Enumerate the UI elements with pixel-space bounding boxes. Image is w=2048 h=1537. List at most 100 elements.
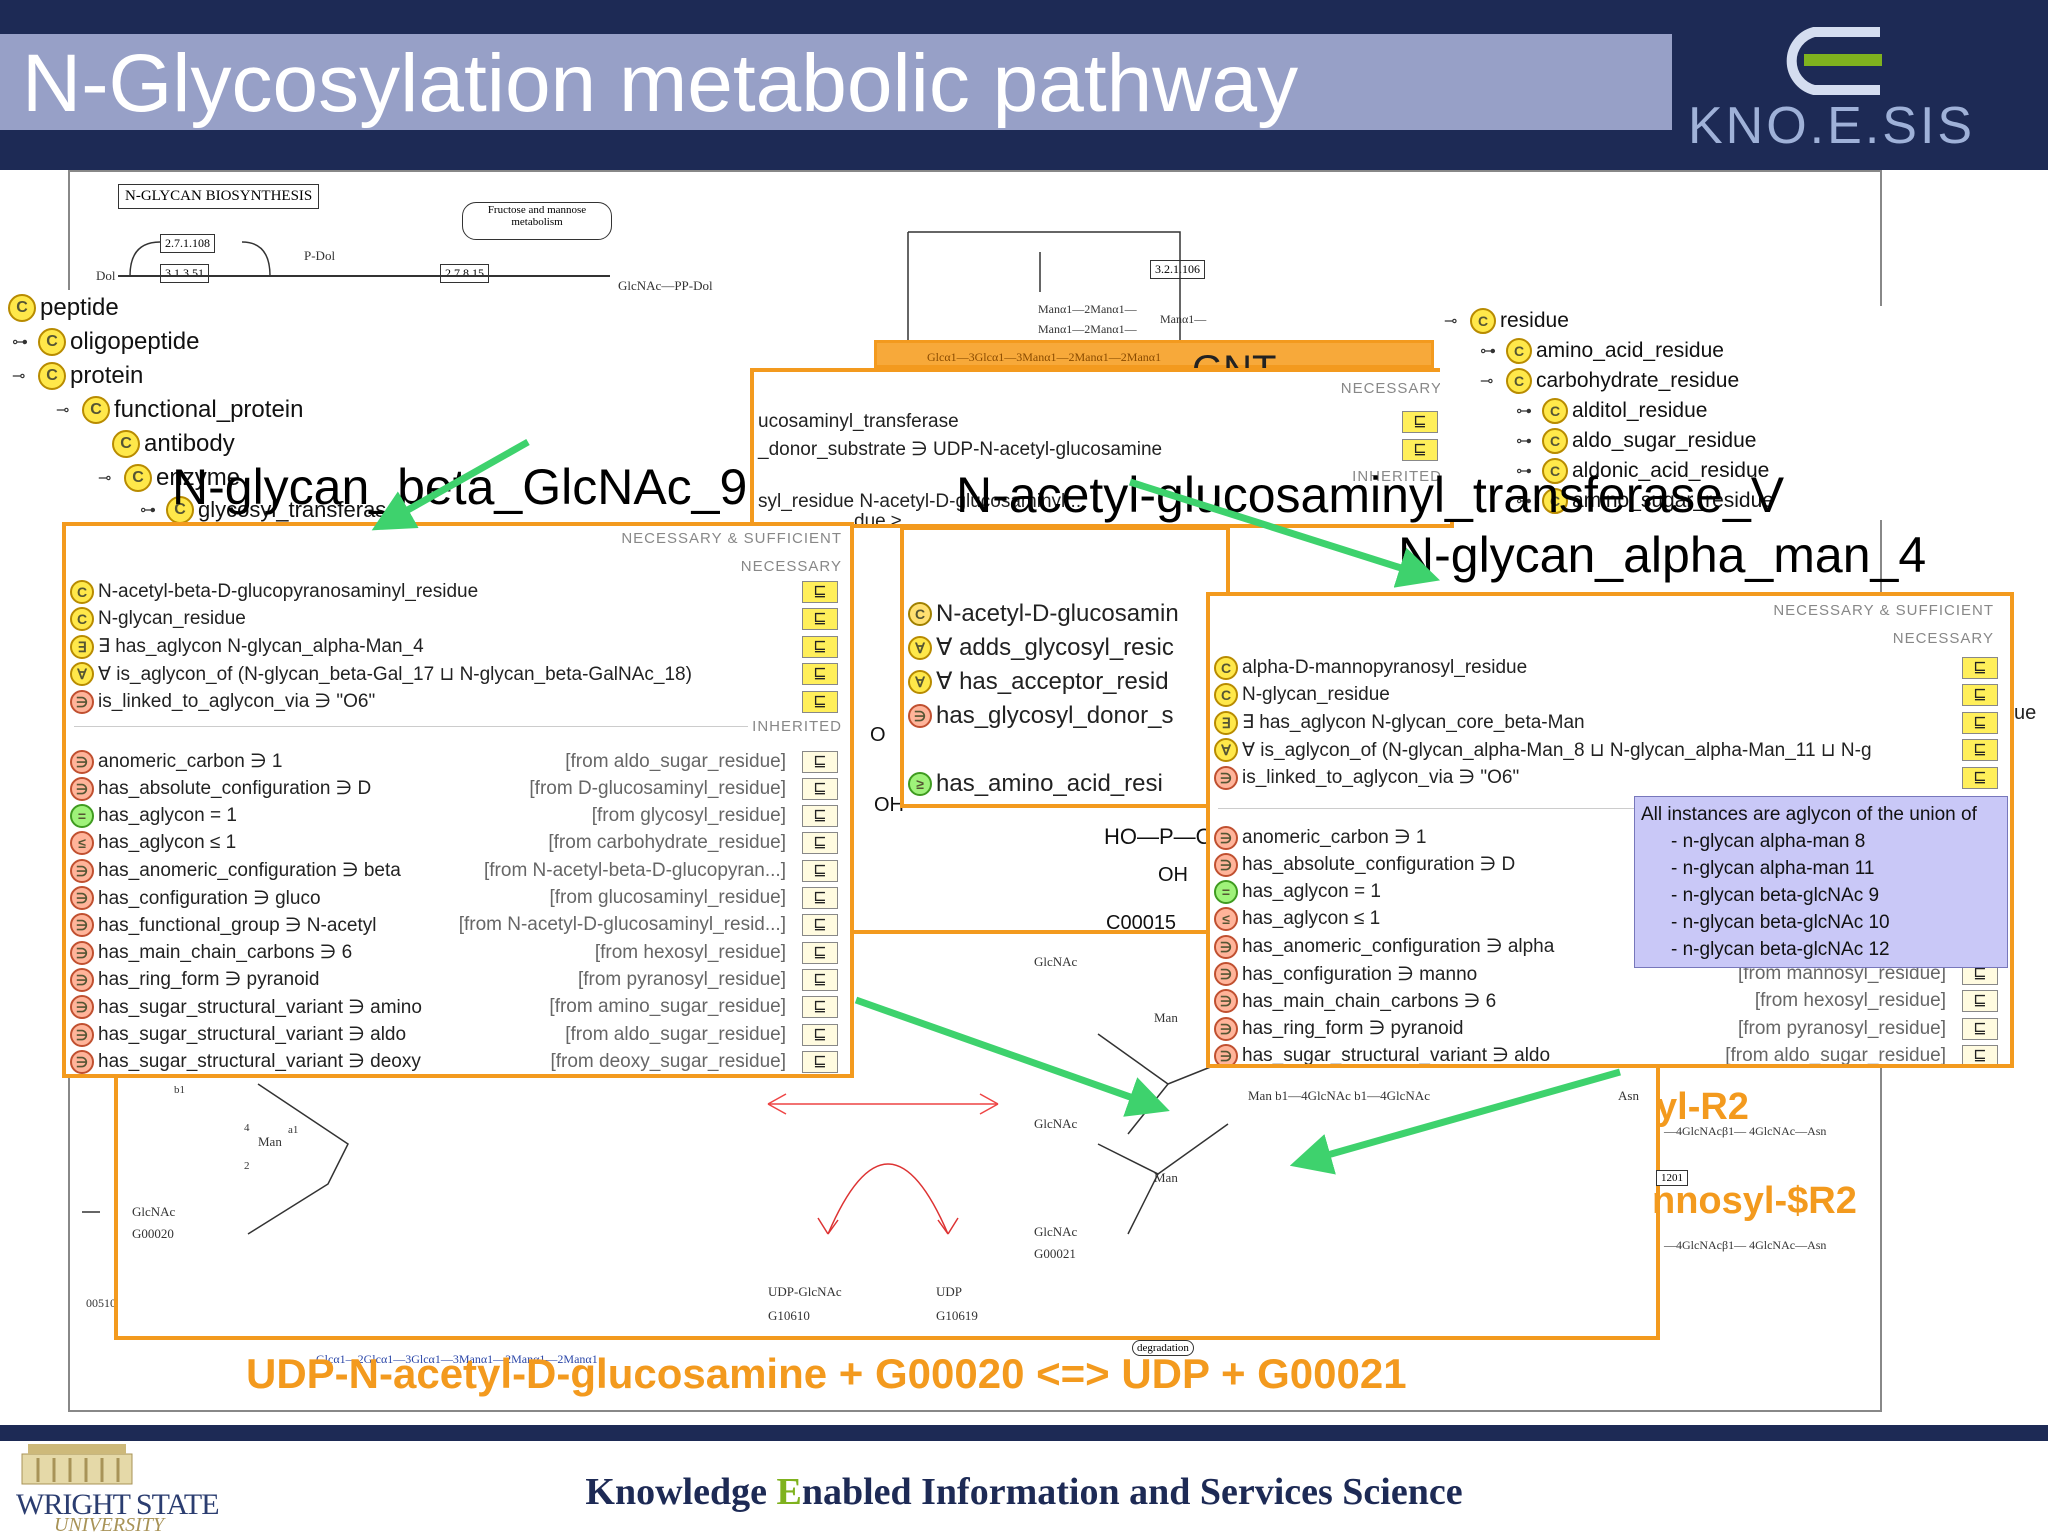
- necessary-header: NECESSARY: [740, 558, 842, 575]
- ontology-row[interactable]: ∋has_main_chain_carbons ∋ 6[from hexosyl…: [1214, 988, 2006, 1015]
- subclass-button[interactable]: ⊑: [802, 941, 838, 964]
- row-text: is_linked_to_aglycon_via ∋ "O6": [98, 691, 376, 712]
- glcnac-label: GlcNAc: [1034, 954, 1078, 969]
- subclass-button[interactable]: ⊑: [802, 777, 838, 800]
- reaction-diagram: [247, 1033, 1229, 1235]
- row-text: has_aglycon ≤ 1: [1242, 908, 1381, 930]
- subclass-button[interactable]: ⊑: [1962, 1044, 1998, 1064]
- transferase-row[interactable]: syl_residue N-acetyl-D-glucosaminyl...: [758, 490, 1082, 512]
- transferase-row[interactable]: ucosaminyl_transferase⊑: [758, 408, 1446, 435]
- footer-accent: E: [776, 1471, 802, 1513]
- from-source: [from hexosyl_residue]: [1754, 990, 1946, 1012]
- subclass-button[interactable]: ⊑: [1962, 766, 1998, 789]
- ontology-row[interactable]: ≤has_aglycon ≤ 1[from carbohydrate_resid…: [70, 830, 846, 857]
- subclass-button[interactable]: ⊑: [802, 690, 838, 713]
- ontology-row[interactable]: ∋has_ring_form ∋ pyranoid[from pyranosyl…: [1214, 1015, 2006, 1042]
- ontology-row[interactable]: ∋has_configuration ∋ manno[from mannosyl…: [1214, 961, 2006, 988]
- subclass-button[interactable]: ⊑: [802, 608, 838, 630]
- restriction-icon: ∃: [70, 634, 94, 659]
- subclass-button[interactable]: ⊑: [802, 1023, 838, 1046]
- subclass-button[interactable]: ⊑: [1402, 438, 1438, 461]
- middle-row[interactable]: ≥has_amino_acid_resi: [908, 770, 1222, 797]
- subclass-button[interactable]: ⊑: [1962, 1017, 1998, 1040]
- restriction-icon: ∋: [1214, 852, 1238, 877]
- subclass-button[interactable]: ⊑: [802, 832, 838, 855]
- ontology-row[interactable]: ∋has_anomeric_configuration ∋ beta[from …: [70, 857, 846, 884]
- ontology-row[interactable]: ∃∃ has_aglycon N-glycan_alpha-Man_4⊑: [70, 633, 846, 660]
- university-sub: UNIVERSITY: [54, 1514, 164, 1536]
- subclass-button[interactable]: ⊑: [802, 580, 838, 603]
- ontology-row[interactable]: ∋anomeric_carbon ∋ 1[from aldo_sugar_res…: [70, 748, 846, 775]
- subclass-button[interactable]: ⊑: [802, 914, 838, 937]
- ontology-row[interactable]: ∀∀ is_aglycon_of (N-glycan_beta-Gal_17 ⊔…: [70, 661, 846, 688]
- mini-chain: —4GlcNAcβ1— 4GlcNAc—Asn: [1664, 1124, 1827, 1138]
- transferase-panel: NECESSARY ucosaminyl_transferase⊑ _donor…: [750, 368, 1454, 528]
- transferase-row[interactable]: _donor_substrate ∋ UDP-N-acetyl-glucosam…: [758, 436, 1446, 463]
- middle-row[interactable]: ∀∀ adds_glycosyl_resic: [908, 634, 1222, 661]
- ontology-row[interactable]: ∋has_sugar_structural_variant ∋ aldo[fro…: [70, 1021, 846, 1048]
- from-source: [from mannosyl_residue]: [1737, 963, 1946, 984]
- row-text: has_absolute_configuration ∋ D: [98, 778, 372, 800]
- middle-row[interactable]: ∋has_glycosyl_donor_s: [908, 702, 1222, 729]
- ontology-row[interactable]: ∋is_linked_to_aglycon_via ∋ "O6"⊑: [1214, 764, 2006, 791]
- restriction-icon: ∋: [70, 1049, 94, 1074]
- ontology-row[interactable]: ∃∃ has_aglycon N-glycan_core_beta-Man⊑: [1214, 709, 2006, 736]
- ontology-row[interactable]: ∋has_absolute_configuration ∋ D[from D-g…: [70, 775, 846, 802]
- row-text: ∃ has_aglycon N-glycan_core_beta-Man: [1242, 712, 1585, 733]
- subclass-button[interactable]: ⊑: [802, 859, 838, 882]
- subclass-button[interactable]: ⊑: [802, 805, 838, 828]
- footer-pre: Knowledge: [585, 1471, 777, 1513]
- subclass-button[interactable]: ⊑: [1962, 711, 1998, 734]
- ontology-row[interactable]: ∋has_sugar_structural_variant ∋ aldo[fro…: [1214, 1042, 2006, 1064]
- oxygen-label: O: [870, 724, 886, 746]
- subclass-button[interactable]: ⊑: [802, 1050, 838, 1073]
- ontology-row[interactable]: ∋has_ring_form ∋ pyranoid[from pyranosyl…: [70, 966, 846, 993]
- subclass-button[interactable]: ⊑: [802, 996, 838, 1019]
- footer-post: nabled Information and Services Science: [801, 1471, 1463, 1513]
- transferase-row[interactable]: due ≥: [854, 510, 902, 528]
- ec-box: 2.7.1.108: [160, 234, 215, 253]
- subclass-button[interactable]: ⊑: [802, 663, 838, 685]
- ontology-row[interactable]: ∋has_functional_group ∋ N-acetyl[from N-…: [70, 912, 846, 939]
- ontology-row[interactable]: ∋has_sugar_structural_variant ∋ deoxy[fr…: [70, 1048, 846, 1074]
- ontology-row[interactable]: ∋has_main_chain_carbons ∋ 6[from hexosyl…: [70, 939, 846, 966]
- man-label: Man: [258, 1134, 282, 1149]
- subclass-button[interactable]: ⊑: [802, 750, 838, 773]
- row-text: has_absolute_configuration ∋ D: [1242, 854, 1516, 876]
- dol-label: Dol: [96, 268, 116, 283]
- ontology-row[interactable]: =has_aglycon = 1[from glycosyl_residue]⊑: [70, 803, 846, 830]
- subclass-button[interactable]: ⊑: [1962, 990, 1998, 1013]
- middle-row[interactable]: ∀∀ has_acceptor_resid: [908, 668, 1222, 695]
- ontology-row[interactable]: ∋has_sugar_structural_variant ∋ amino[fr…: [70, 994, 846, 1021]
- subclass-button[interactable]: ⊑: [1402, 410, 1438, 433]
- ontology-row[interactable]: ∋has_configuration ∋ gluco[from glucosam…: [70, 885, 846, 912]
- restriction-icon: C: [1214, 683, 1238, 707]
- subclass-button[interactable]: ⊑: [802, 887, 838, 909]
- subclass-button[interactable]: ⊑: [1962, 739, 1998, 761]
- ontology-row[interactable]: ∀∀ is_aglycon_of (N-glycan_alpha-Man_8 ⊔…: [1214, 737, 2006, 764]
- subclass-button[interactable]: ⊑: [802, 635, 838, 658]
- subclass-button[interactable]: ⊑: [802, 968, 838, 991]
- restriction-icon: ∋: [70, 858, 94, 883]
- ontology-row[interactable]: ∋is_linked_to_aglycon_via ∋ "O6"⊑: [70, 688, 846, 715]
- subclass-button[interactable]: ⊑: [1962, 684, 1998, 706]
- subclass-button[interactable]: ⊑: [1962, 656, 1998, 679]
